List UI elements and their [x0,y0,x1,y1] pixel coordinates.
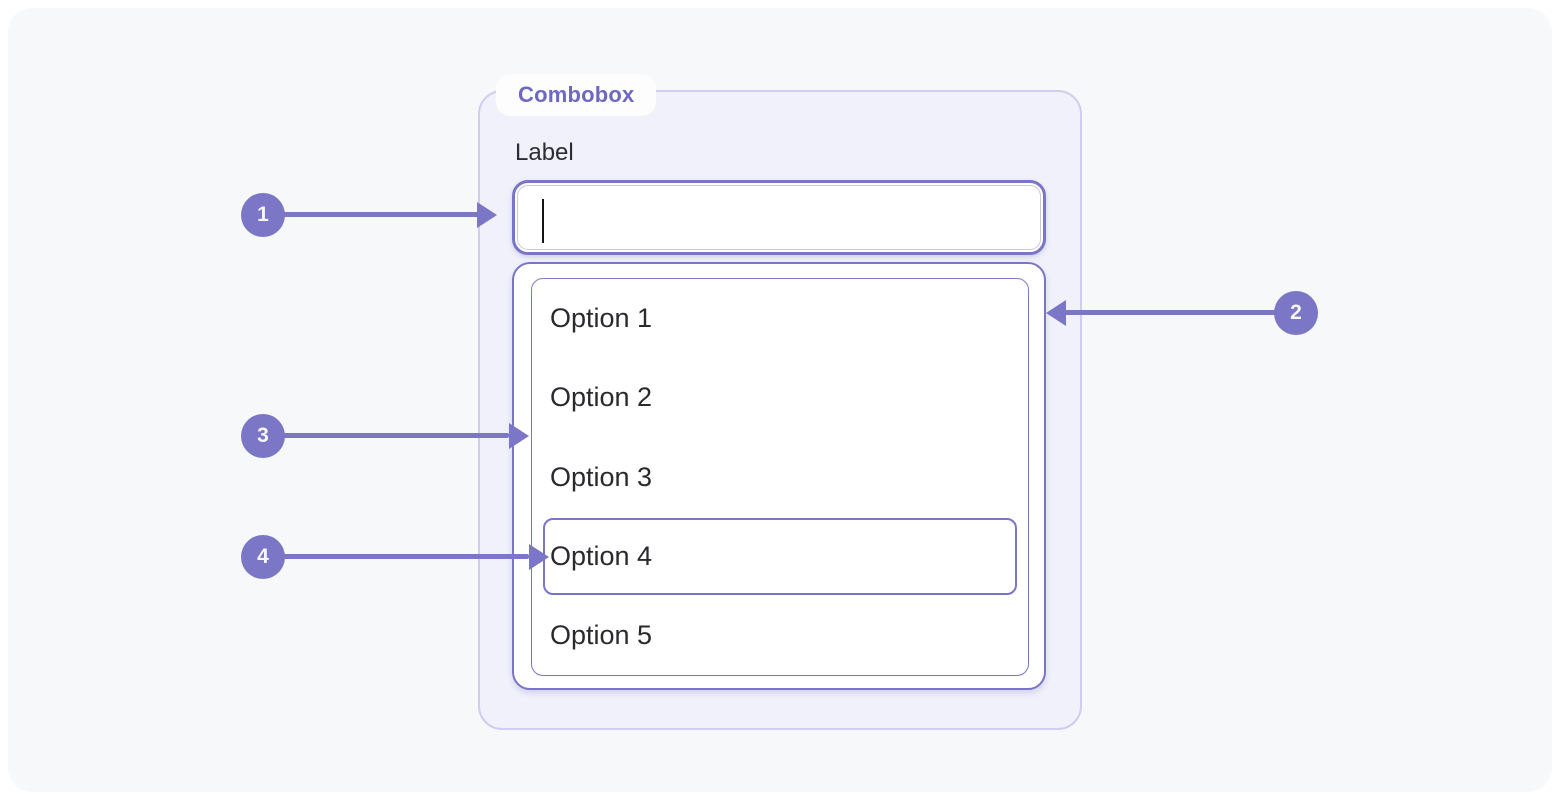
option-item-4-focused[interactable]: Option 4 [532,517,1028,596]
option-label: Option 4 [550,540,653,571]
option-item-5[interactable]: Option 5 [532,596,1028,675]
component-title-tab: Combobox [496,74,657,116]
text-caret [542,199,544,243]
callout-3-arrow-line [283,433,509,438]
callout-2-arrow-line [1064,310,1276,315]
component-title: Combobox [518,82,635,107]
combobox-label: Label [515,139,574,166]
option-item-2[interactable]: Option 2 [532,358,1028,437]
callout-3-badge: 3 [241,414,285,458]
option-item-1[interactable]: Option 1 [532,279,1028,358]
option-label: Option 2 [550,382,653,413]
callout-4-arrowhead-icon [529,544,549,570]
callout-1-badge: 1 [241,193,285,237]
listbox-popup: Option 1 Option 2 Option 3 Option 4 Opti… [512,262,1046,690]
combobox-input-inner [517,185,1041,250]
callout-2-arrowhead-icon [1046,300,1066,326]
callout-2-badge: 2 [1274,291,1318,335]
option-label: Option 3 [550,461,653,492]
callout-1-arrow-line [283,212,479,217]
combobox-input[interactable] [512,180,1046,255]
callout-4-badge: 4 [241,535,285,579]
option-label: Option 5 [550,619,653,650]
callout-3-arrowhead-icon [509,423,529,449]
option-label: Option 1 [550,303,653,334]
callout-1-arrowhead-icon [477,202,497,228]
option-item-3[interactable]: Option 3 [532,437,1028,516]
option-list: Option 1 Option 2 Option 3 Option 4 Opti… [531,278,1029,676]
callout-4-arrow-line [283,554,529,559]
